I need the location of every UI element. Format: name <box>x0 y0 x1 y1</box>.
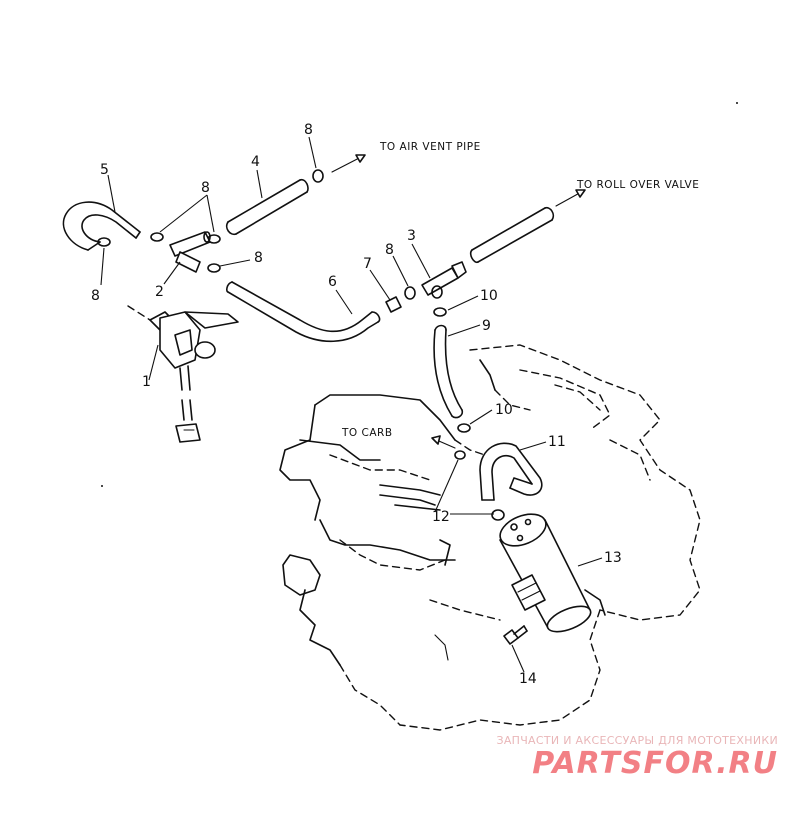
part-13-canister <box>499 513 592 633</box>
engine-outline <box>279 344 701 731</box>
label-part-13: 13 <box>604 550 622 566</box>
label-part-4: 4 <box>251 154 260 170</box>
annotation-air-vent: TO AIR VENT PIPE <box>379 141 481 153</box>
part-7-joint <box>385 296 402 313</box>
clamp-8-c <box>207 263 221 273</box>
part-11-hose <box>479 442 543 501</box>
part-4-hose <box>225 178 309 236</box>
part-5-hose <box>62 201 141 251</box>
clamp-8-a <box>150 232 164 242</box>
label-part-10-top: 10 <box>480 288 498 304</box>
label-part-9: 9 <box>482 318 491 334</box>
clamp-10-lower <box>457 423 471 433</box>
clamp-8-left <box>97 237 111 247</box>
clamp-8-mid <box>404 286 416 300</box>
part-14-bolt <box>503 625 528 645</box>
watermark-logo: PARTSFOR.RU <box>532 746 778 781</box>
label-part-7: 7 <box>363 256 372 272</box>
part-6-hose <box>226 281 381 343</box>
label-part-8-t: 8 <box>254 250 263 266</box>
annotation-carb: TO CARB <box>341 427 393 439</box>
air-vent-arrow <box>331 154 366 173</box>
watermark: ЗАПЧАСТИ И АКСЕССУАРЫ ДЛЯ МОТОТЕХНИКИ PA… <box>496 734 778 781</box>
label-part-10-lower: 10 <box>495 402 513 418</box>
label-part-5: 5 <box>100 162 109 178</box>
clamp-12-b <box>491 509 505 521</box>
label-part-6: 6 <box>328 274 337 290</box>
part-1-valve <box>149 311 239 443</box>
label-part-8-left: 8 <box>91 288 100 304</box>
label-part-8-top-pair: 8 <box>201 180 210 196</box>
label-part-14: 14 <box>519 671 537 687</box>
label-part-11: 11 <box>548 434 566 450</box>
label-part-3: 3 <box>407 228 416 244</box>
part-9-hose <box>433 324 464 419</box>
label-part-8-top: 8 <box>304 122 313 138</box>
part-3-fitting <box>421 261 467 299</box>
label-part-1: 1 <box>142 374 151 390</box>
part-1-dashed-link <box>127 305 151 321</box>
clamp-12-a <box>454 450 466 460</box>
label-part-12: 12 <box>432 509 450 525</box>
stray-marks <box>101 102 738 487</box>
leader-lines <box>100 136 603 673</box>
clamp-8-top <box>312 169 324 183</box>
roll-over-hose <box>469 206 555 264</box>
clamp-10-top <box>433 307 447 317</box>
roll-over-arrow <box>555 189 586 207</box>
part-labels: 5 8 8 2 8 4 8 6 7 8 3 10 9 10 11 12 13 1… <box>91 122 622 687</box>
watermark-subtitle: ЗАПЧАСТИ И АКСЕССУАРЫ ДЛЯ МОТОТЕХНИКИ <box>496 734 778 747</box>
label-part-8-mid: 8 <box>385 242 394 258</box>
carb-arrow <box>431 435 456 449</box>
label-part-2: 2 <box>155 284 164 300</box>
annotations: TO AIR VENT PIPE TO ROLL OVER VALVE TO C… <box>341 141 699 439</box>
annotation-roll-over: TO ROLL OVER VALVE <box>576 179 699 191</box>
part-2-t-joint <box>169 231 211 273</box>
